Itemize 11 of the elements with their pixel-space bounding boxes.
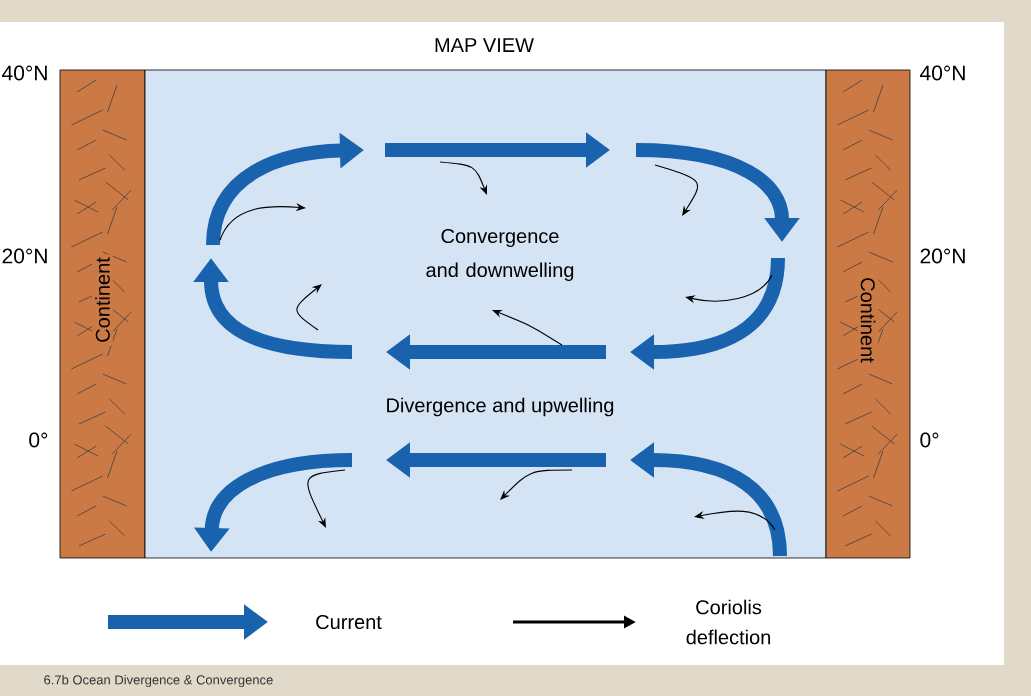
map-title: MAP VIEW [435,38,534,52]
continent-block: Continent [59,69,146,559]
continent-block: Continent [825,69,911,559]
legend-label: Current [316,614,382,630]
legend-label: Coriolis deflection [686,599,771,645]
region-label: Divergence and upwelling [387,397,614,417]
latitude-label: 40°N [920,65,965,81]
region-label: Convergence and downwelling [426,228,574,282]
latitude-label: 40°N [2,65,47,81]
ocean-area [144,69,827,559]
caption: 6.7b Ocean Divergence & Convergence [44,674,273,688]
